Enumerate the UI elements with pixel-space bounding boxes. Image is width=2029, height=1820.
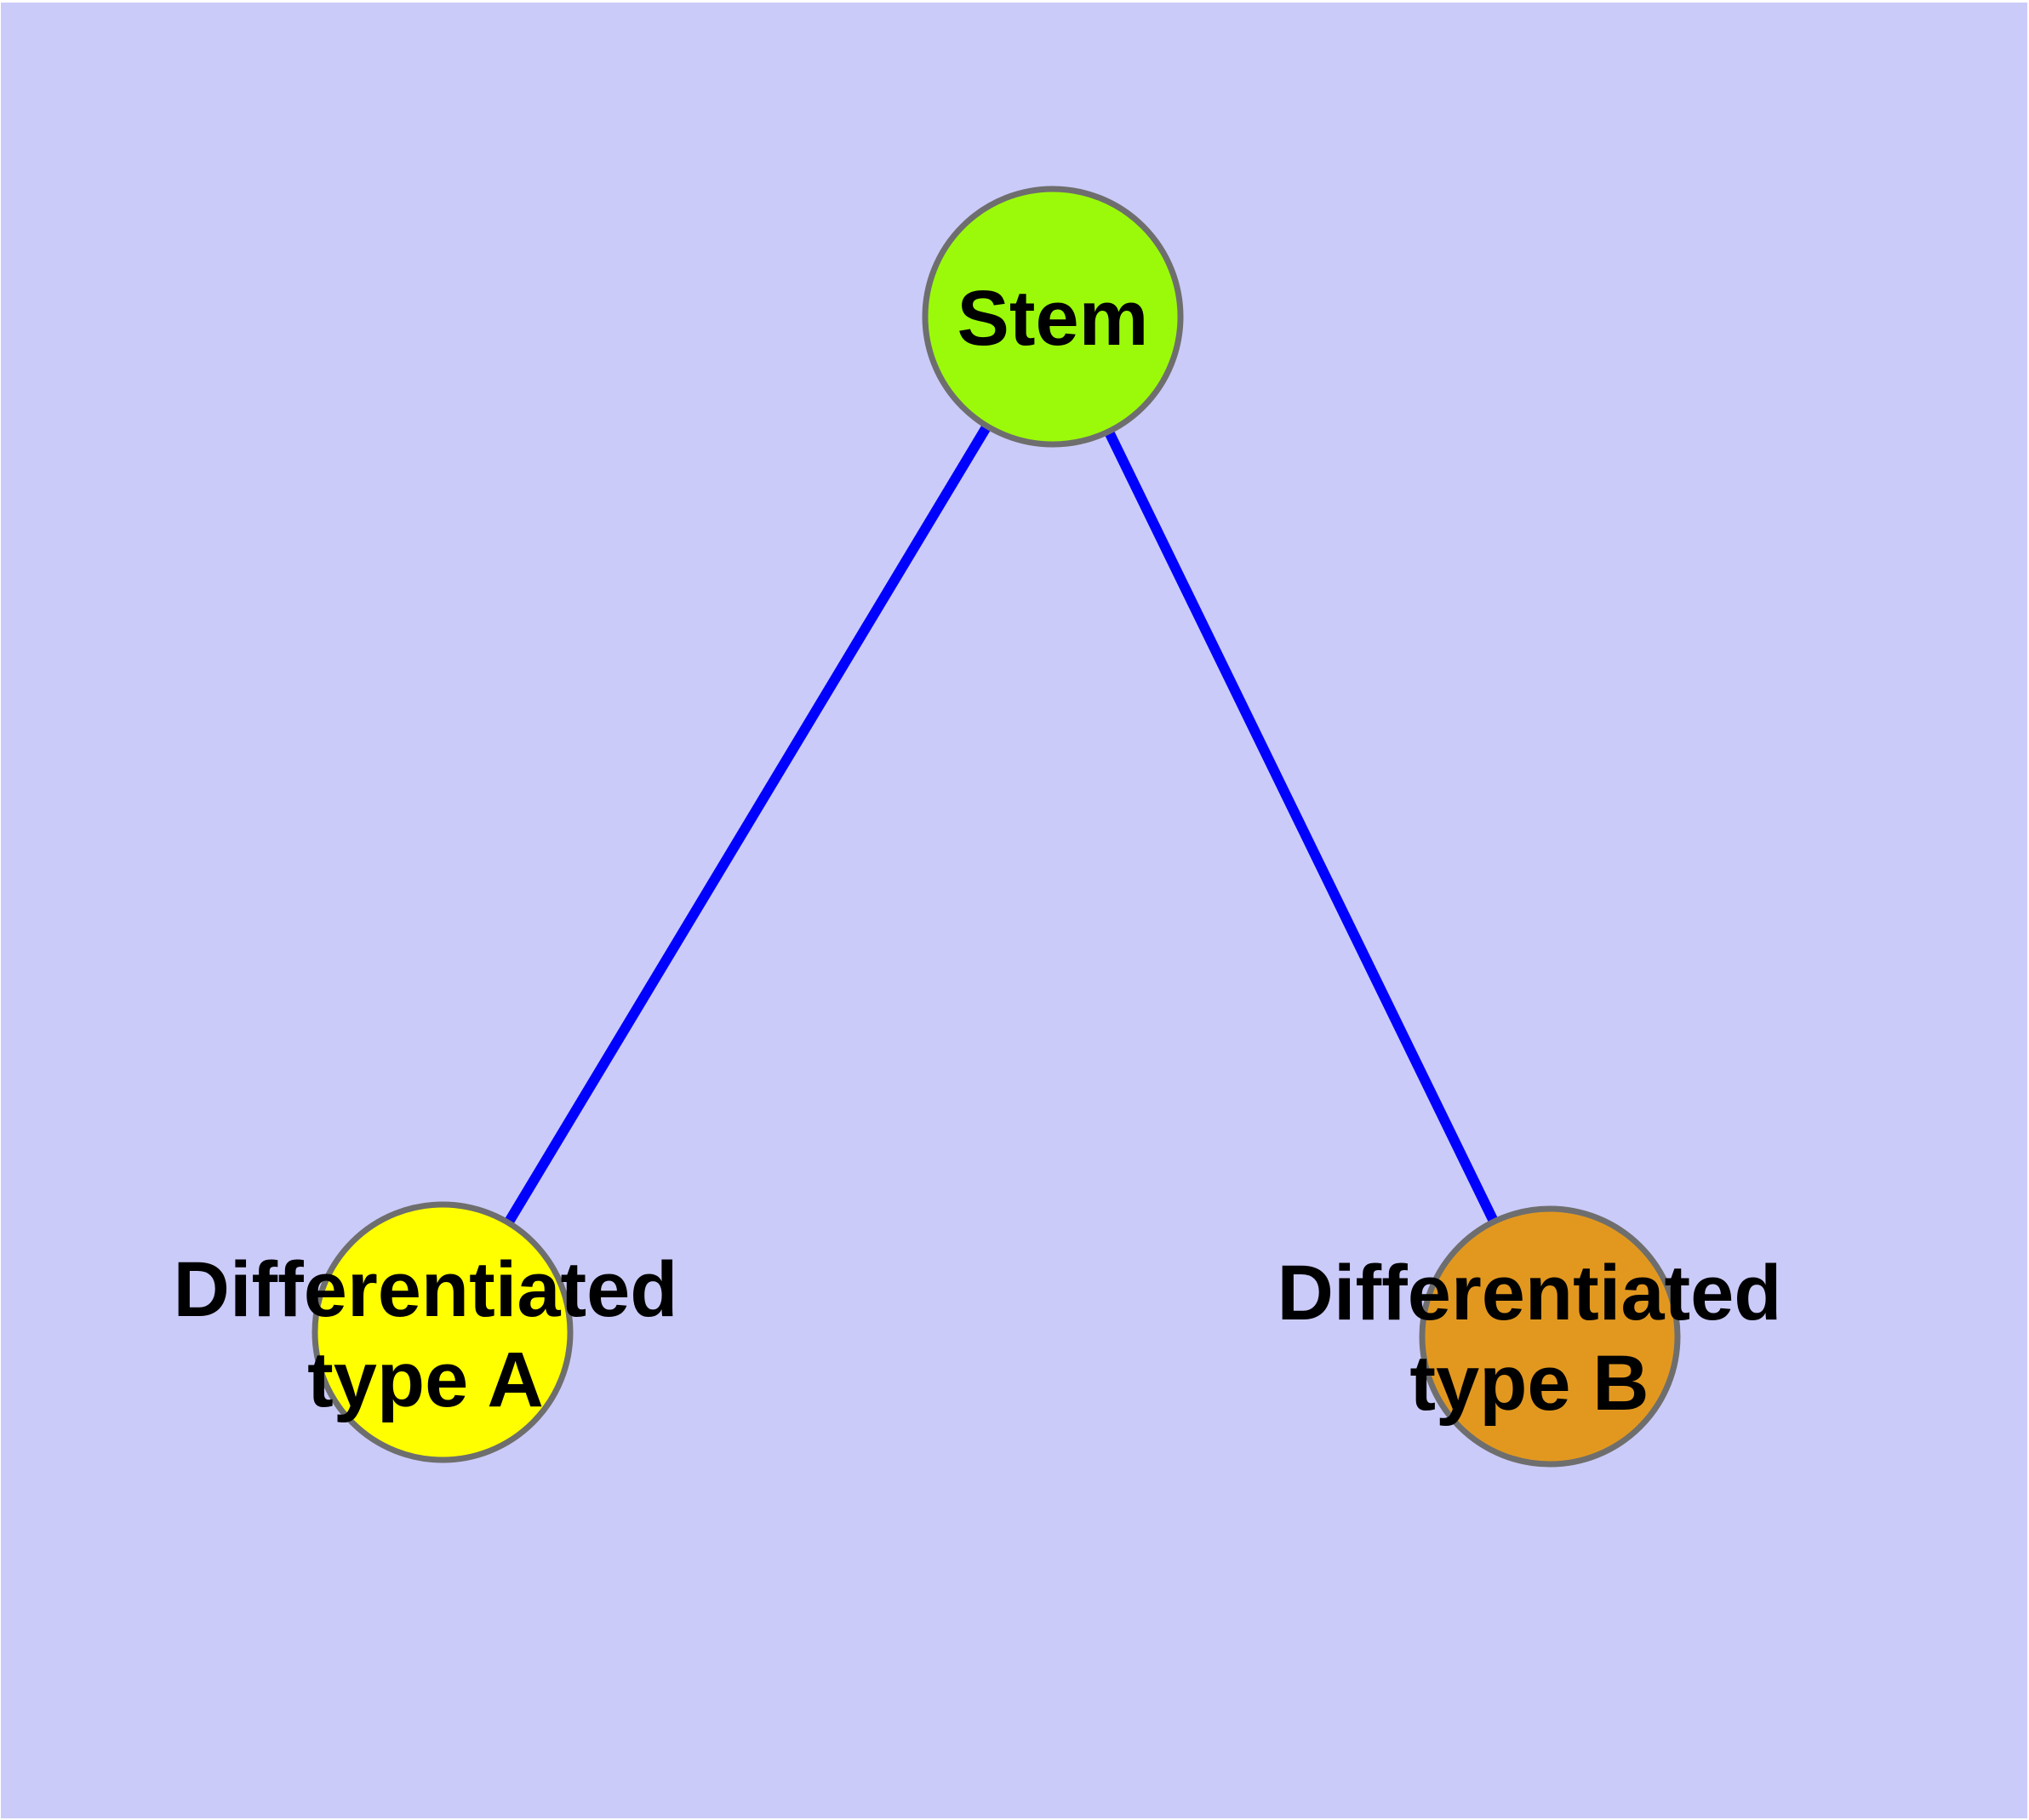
node-label-line: type B (1409, 1340, 1649, 1427)
node-label-line: Stem (957, 275, 1149, 362)
node-label-line: type A (307, 1336, 544, 1423)
node-layer (311, 186, 1681, 1468)
edge-stem-to-diff-type-b (1048, 314, 1555, 1339)
edge-stem-to-diff-type-a (437, 313, 1058, 1336)
node-label-line: Differentiated (1277, 1250, 1782, 1336)
node-label-stem: Stem (957, 275, 1149, 362)
node-circle-stem (922, 186, 1184, 448)
edge-layer (437, 313, 1555, 1339)
node-label-line: Differentiated (174, 1246, 678, 1333)
node-circle-diff-type-a (311, 1201, 574, 1463)
node-circle-diff-type-b (1419, 1205, 1681, 1468)
